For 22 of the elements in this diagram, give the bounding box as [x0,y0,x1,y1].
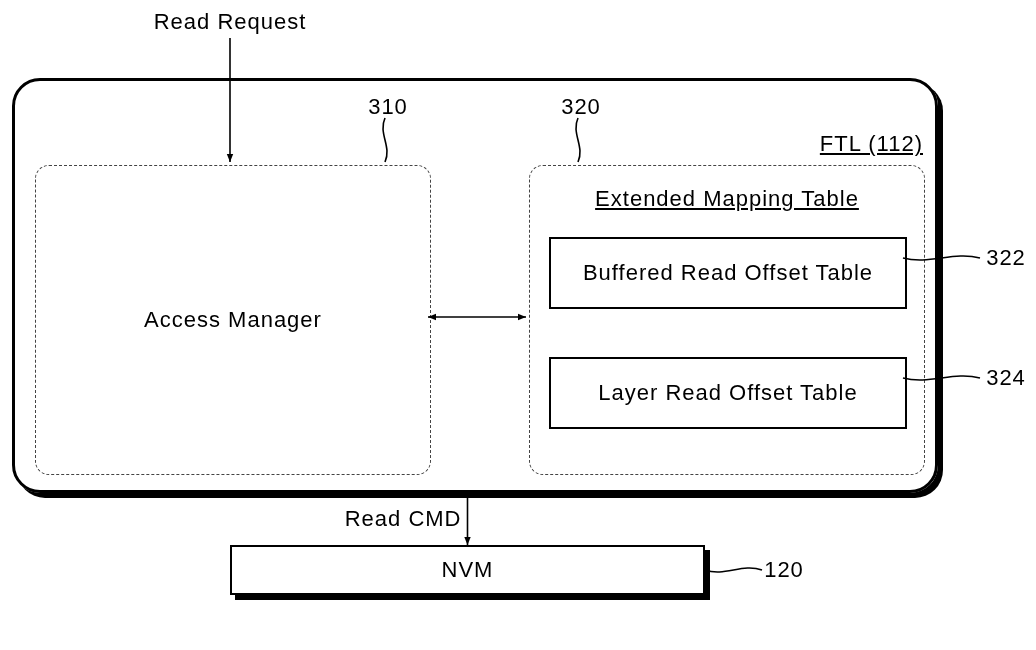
input-label: Read Request [153,11,307,33]
callout-number: 324 [986,367,1026,389]
arrow [427,313,527,321]
callout-number: 322 [986,247,1026,269]
box-label: Access Manager [144,305,322,334]
dashed-region [35,165,431,475]
callout-number: 320 [561,96,601,118]
callout-number: 310 [368,96,408,118]
leader-line [902,255,981,261]
title-label: Extended Mapping Table [595,185,859,213]
box-label: Buffered Read Offset Table [582,258,874,287]
table-box [549,237,907,309]
arrow [226,37,234,163]
table-box [549,357,907,429]
box-label: NVM [441,555,494,584]
leader-line [382,117,388,163]
callout-number: 120 [764,559,804,581]
leader-line [902,375,981,381]
title-label: FTL (112) [819,130,923,158]
dashed-region [529,165,925,475]
leader-line [575,117,581,163]
box-label: Layer Read Offset Table [598,378,858,407]
